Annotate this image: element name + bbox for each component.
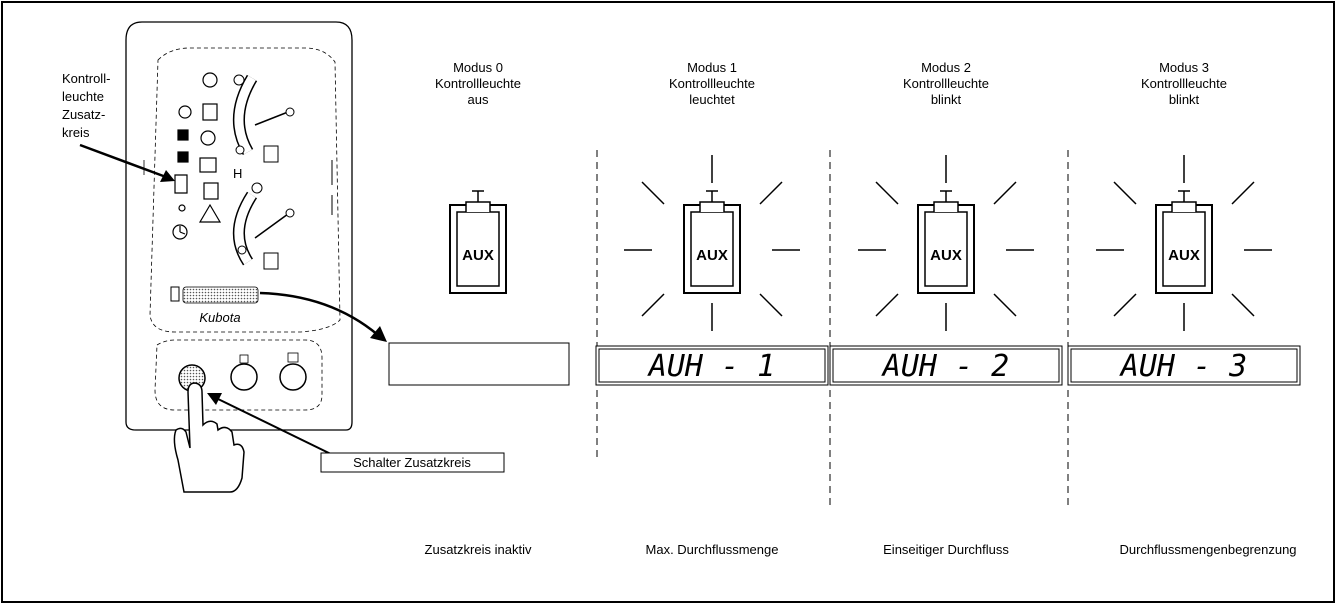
fuel-icon: [202, 103, 218, 121]
mode-title-line: Modus 1: [687, 60, 737, 75]
mode-display: AUH - 3: [1067, 345, 1301, 386]
light-rays: [624, 155, 800, 331]
mode-title-line: blinkt: [931, 92, 962, 107]
aux-indicator-symbol: AUX: [449, 190, 507, 294]
mode-display-text: AUH - 3: [1119, 349, 1247, 384]
fuel-gauge: [232, 182, 295, 270]
mode-description: Zusatzkreis inaktiv: [425, 542, 532, 557]
mode-display-text: AUH - 1: [647, 349, 775, 384]
aux-symbol-text: AUX: [462, 247, 494, 264]
glow-plug-icon: [200, 130, 216, 146]
h-icon: H: [233, 166, 242, 181]
mode-columns: Modus 0KontrollleuchteausAUXZusatzkreis …: [388, 60, 1301, 557]
aux-indicator-symbol: AUX: [1155, 190, 1213, 294]
indicator-label-line: Zusatz-: [62, 107, 105, 122]
switch-arrow: [207, 393, 336, 457]
panel-brand: Kubota: [199, 310, 240, 325]
refresh-icon: [178, 204, 186, 212]
caution-triangle-icon: [198, 203, 222, 223]
switch-callout-label: Schalter Zusatzkreis: [353, 455, 471, 470]
instrument-panel: H Kubota: [125, 21, 353, 431]
mode-title-line: Kontrollleuchte: [435, 76, 521, 91]
display-button[interactable]: [230, 363, 258, 391]
indicator-label-line: Kontroll-: [62, 71, 110, 86]
mode-title-line: Kontrollleuchte: [903, 76, 989, 91]
lcd-window: [182, 286, 259, 304]
switch-callout: Schalter Zusatzkreis: [320, 452, 505, 473]
mode-title-line: Modus 3: [1159, 60, 1209, 75]
indicator-callout-label: Kontroll- leuchte Zusatz- kreis: [62, 71, 110, 140]
aux-symbol-text: AUX: [930, 247, 962, 264]
hydraulic-icon: [177, 151, 189, 163]
hand-icon: [173, 382, 245, 493]
display-arrow: [259, 291, 387, 342]
aux-indicator-symbol: AUX: [917, 190, 975, 294]
filter-icon: [199, 157, 217, 173]
mode-description: Max. Durchflussmenge: [646, 542, 779, 557]
mode-description: Durchflussmengenbegrenzung: [1119, 542, 1296, 557]
engine-oil-icon: [202, 72, 218, 88]
mode-title-line: leuchtet: [689, 92, 735, 107]
indicator-label-line: kreis: [62, 125, 90, 140]
aux-symbol-text: AUX: [1168, 247, 1200, 264]
mode-display: AUH - 2: [829, 345, 1063, 386]
mode-display-text: AUH - 2: [881, 349, 1009, 384]
mode-separators: [596, 150, 1069, 510]
mode-display: AUH - 1: [595, 345, 829, 386]
aux-indicator-symbol: AUX: [683, 190, 741, 294]
temperature-gauge: [233, 74, 295, 163]
aux-symbol-text: AUX: [696, 247, 728, 264]
mode-display: [388, 342, 570, 386]
seatbelt-icon: [203, 182, 219, 200]
mode-title-line: blinkt: [1169, 92, 1200, 107]
mode-description: Einseitiger Durchfluss: [883, 542, 1009, 557]
aux-indicator-icon: [174, 174, 188, 194]
battery-icon: [177, 129, 189, 141]
indicator-label-line: leuchte: [62, 89, 104, 104]
indicator-arrow: [79, 143, 175, 182]
light-button[interactable]: [279, 363, 307, 391]
mode-title-line: Kontrollleuchte: [1141, 76, 1227, 91]
warning-lights: H: [172, 72, 242, 240]
mode-title-line: aus: [468, 92, 489, 107]
light-rays: [1096, 155, 1272, 331]
mode-title-line: Modus 0: [453, 60, 503, 75]
light-rays: [858, 155, 1034, 331]
mode-title-line: Kontrollleuchte: [669, 76, 755, 91]
coolant-icon: [178, 105, 192, 119]
mode-title-line: Modus 2: [921, 60, 971, 75]
